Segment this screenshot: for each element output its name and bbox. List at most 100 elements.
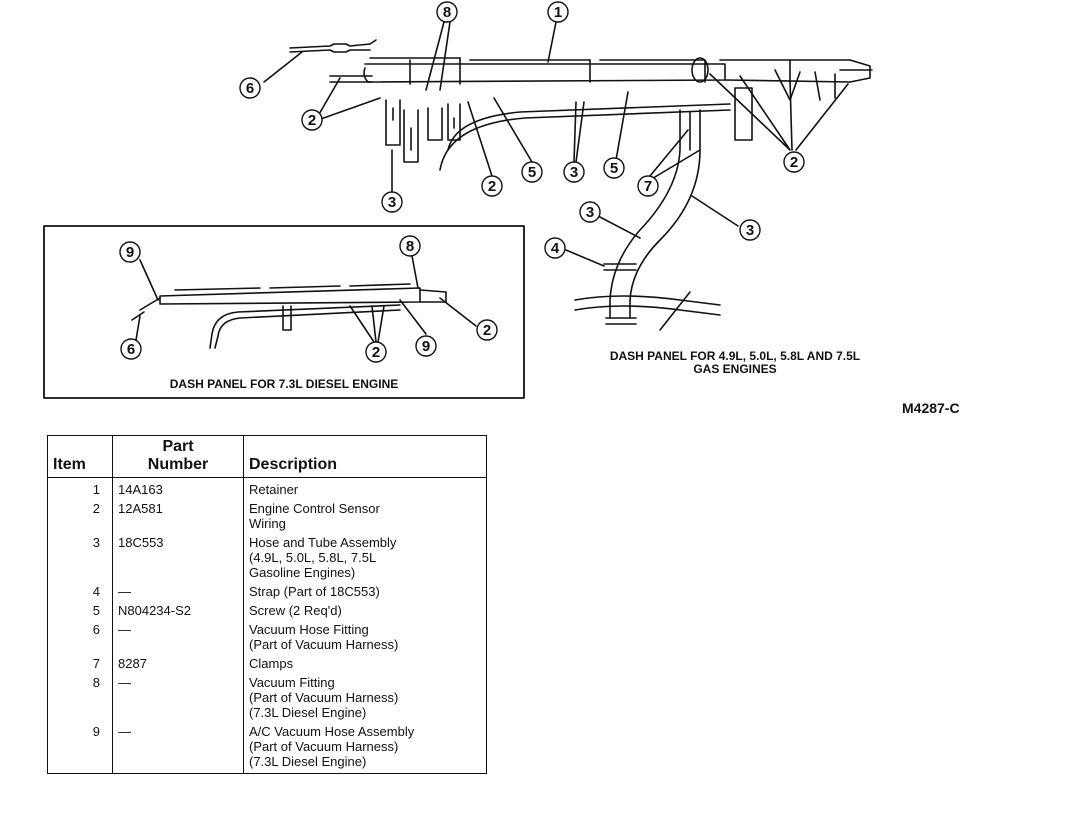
callout-label: 8: [443, 4, 451, 21]
header-description: Description: [243, 435, 487, 478]
figure-reference: M4287-C: [902, 400, 960, 416]
callout-main-8: [436, 1, 458, 23]
left-hose-loop: [385, 99, 461, 163]
description-line: (Part of Vacuum Harness): [249, 690, 399, 705]
description-line: Engine Control Sensor: [249, 501, 380, 516]
callout-label: 3: [586, 204, 594, 221]
callout-main-2a: [301, 109, 323, 131]
callout-label: 9: [422, 338, 430, 355]
description-line: (Part of Vacuum Harness): [249, 739, 399, 754]
callout-main-7: [637, 175, 659, 197]
row-description: Screw (2 Req'd): [243, 603, 487, 622]
callout-inset-9a: [119, 241, 141, 263]
callout-label: 6: [127, 341, 135, 358]
callout-inset-2a: [476, 319, 498, 341]
parts-table-header: Item Part Number Description: [47, 435, 487, 478]
header-part-number: Part Number: [112, 435, 244, 478]
callout-main-4: [544, 237, 566, 259]
row-part-number: —: [112, 675, 244, 724]
callout-label: 1: [554, 4, 562, 21]
gas-hose-bundle: [574, 109, 721, 331]
row-description: Vacuum Fitting(Part of Vacuum Harness)(7…: [243, 675, 487, 724]
description-line: (7.3L Diesel Engine): [249, 705, 367, 720]
row-description: Strap (Part of 18C553): [243, 584, 487, 603]
callouts-inset: [119, 235, 498, 363]
description-line: Wiring: [249, 516, 286, 531]
table-row: 4—Strap (Part of 18C553): [47, 584, 487, 603]
row-item: 8: [47, 675, 113, 724]
row-part-number: N804234-S2: [112, 603, 244, 622]
description-line: Vacuum Hose Fitting: [249, 622, 369, 637]
inset-frame: [43, 225, 525, 399]
callout-label: 4: [551, 240, 560, 257]
callout-label: 3: [388, 194, 396, 211]
callout-inset-8: [399, 235, 421, 257]
row-item: 3: [47, 535, 113, 584]
callout-main-3b: [381, 191, 403, 213]
callout-main-5b: [603, 157, 625, 179]
callout-main-2c: [783, 151, 805, 173]
callout-main-1: [547, 1, 569, 23]
callout-main-5a: [521, 161, 543, 183]
callout-main-3a: [563, 161, 585, 183]
main-caption: DASH PANEL FOR 4.9L, 5.0L, 5.8L AND 7.5L…: [560, 350, 910, 376]
header-item: Item: [47, 435, 113, 478]
table-row: 6—Vacuum Hose Fitting(Part of Vacuum Har…: [47, 622, 487, 656]
row-item: 7: [47, 656, 113, 675]
row-item: 2: [47, 501, 113, 535]
main-caption-line: DASH PANEL FOR 4.9L, 5.0L, 5.8L AND 7.5L: [609, 349, 861, 363]
callout-label: 3: [746, 222, 754, 239]
callout-main-3d: [739, 219, 761, 241]
description-line: Retainer: [249, 482, 299, 497]
row-description: Retainer: [243, 477, 487, 501]
callout-label: 2: [308, 112, 316, 129]
callout-label: 2: [372, 344, 380, 361]
right-connectors: [774, 69, 836, 101]
table-row: 9—A/C Vacuum Hose Assembly(Part of Vacuu…: [47, 724, 487, 774]
dash-panel-outline: [439, 87, 753, 171]
callout-label: 9: [126, 244, 134, 261]
row-item: 6: [47, 622, 113, 656]
description-line: (7.3L Diesel Engine): [249, 754, 367, 769]
description-line: (Part of Vacuum Harness): [249, 637, 399, 652]
callout-label: 7: [644, 178, 652, 195]
retainer-clips: [409, 57, 791, 85]
description-line: Gasoline Engines): [249, 565, 356, 580]
row-item: 5: [47, 603, 113, 622]
row-description: Vacuum Hose Fitting(Part of Vacuum Harne…: [243, 622, 487, 656]
vacuum-hose-fitting: [289, 39, 377, 53]
description-line: A/C Vacuum Hose Assembly: [249, 724, 415, 739]
row-description: A/C Vacuum Hose Assembly(Part of Vacuum …: [243, 724, 487, 774]
callout-label: 6: [246, 80, 254, 97]
callout-label: 2: [483, 322, 491, 339]
callout-label: 2: [488, 178, 496, 195]
callout-main-3c: [579, 201, 601, 223]
row-item: 1: [47, 477, 113, 501]
callouts-main: [239, 1, 805, 259]
inset-caption: DASH PANEL FOR 7.3L DIESEL ENGINE: [169, 377, 399, 391]
description-line: Vacuum Fitting: [249, 675, 335, 690]
description-line: Hose and Tube Assembly: [249, 535, 397, 550]
callout-label: 5: [610, 160, 618, 177]
description-line: Strap (Part of 18C553): [249, 584, 380, 599]
table-row: 8—Vacuum Fitting(Part of Vacuum Harness)…: [47, 675, 487, 724]
callout-label: 2: [790, 154, 798, 171]
row-description: Clamps: [243, 656, 487, 675]
callout-inset-2b: [365, 341, 387, 363]
row-part-number: 12A581: [112, 501, 244, 535]
row-part-number: 8287: [112, 656, 244, 675]
callout-label: 8: [406, 238, 414, 255]
description-line: (4.9L, 5.0L, 5.8L, 7.5L: [249, 550, 377, 565]
callout-label: 3: [570, 164, 578, 181]
main-harness-tube: [329, 57, 873, 83]
description-line: Clamps: [249, 656, 294, 671]
inset-harness: [131, 255, 477, 349]
callout-leaders-main: [263, 21, 849, 267]
